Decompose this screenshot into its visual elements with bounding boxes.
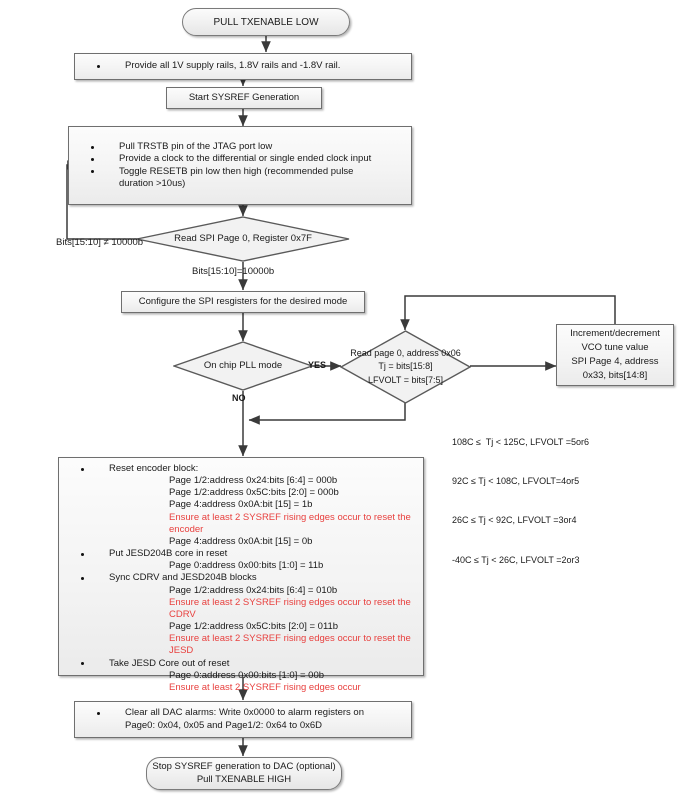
bullet-item: Pull TRSTB pin of the JTAG port low bbox=[91, 141, 411, 153]
node-clear-dac-alarms[interactable]: Clear all DAC alarms: Write 0x0000 to al… bbox=[74, 701, 412, 738]
bullet-item: Toggle RESETB pin low then high (recomme… bbox=[91, 166, 411, 190]
sub-line: Page 0:address 0x00:bits [1:0] = 11b bbox=[169, 560, 324, 572]
node-pull-txenable-low[interactable]: PULL TXENABLE LOW bbox=[182, 8, 350, 36]
end-line-1: Stop SYSREF generation to DAC (optional) bbox=[152, 760, 336, 772]
lfvolt-row: -40C ≤ Tj < 26C, LFVOLT =2or3 bbox=[452, 554, 580, 565]
sub-line-warning: Ensure at least 2 SYSREF rising edges oc… bbox=[169, 681, 361, 693]
sub-line: Page 1/2:address 0x24:bits [6:4] = 010b bbox=[169, 584, 338, 596]
edge-label-pll-no: NO bbox=[232, 393, 246, 403]
bullet-item: Provide a clock to the differential or s… bbox=[91, 153, 411, 165]
decision-line-3: LFVOLT = bits[7:5] bbox=[368, 374, 443, 385]
edge-label-pll-yes: YES bbox=[308, 360, 327, 370]
node-stop-sysref-end[interactable]: Stop SYSREF generation to DAC (optional)… bbox=[146, 757, 342, 790]
bullet-item: Reset encoder block: Page 1/2:address 0x… bbox=[81, 463, 423, 548]
decision-label-wrap: Read SPI Page 0, Register 0x7F bbox=[136, 216, 350, 262]
bullet-list: Reset encoder block: Page 1/2:address 0x… bbox=[59, 463, 423, 694]
vco-line-4: 0x33, bits[14:8] bbox=[582, 369, 648, 381]
node-label: PULL TXENABLE LOW bbox=[213, 16, 319, 28]
sub-line: Page 0:address 0x00:bits [1:0] = 00b bbox=[169, 669, 325, 681]
bullet-item: Take JESD Core out of reset Page 0:addre… bbox=[81, 658, 423, 694]
bullet-title: Reset encoder block: bbox=[109, 463, 199, 474]
decision-on-chip-pll-mode[interactable]: On chip PLL mode bbox=[173, 341, 313, 391]
edge-label-spi-pass: Bits[15:10]=10000b bbox=[192, 266, 275, 277]
sub-line: Page 4:address 0x0A:bit [15] = 1b bbox=[169, 499, 313, 511]
sub-line: Page 1/2:address 0x24:bits [6:4] = 000b bbox=[169, 475, 338, 487]
bullet-item: Sync CDRV and JESD204B blocks Page 1/2:a… bbox=[81, 572, 423, 657]
decision-label-wrap: Read page 0, address 0x06 Tj = bits[15:8… bbox=[340, 330, 471, 404]
edge-label-spi-fail: Bits[15:10] ≠ 10000b bbox=[56, 237, 144, 248]
bullet-list: Pull TRSTB pin of the JTAG port low Prov… bbox=[69, 141, 411, 190]
vco-line-2: VCO tune value bbox=[581, 342, 649, 354]
diamond-shape bbox=[173, 341, 313, 391]
vco-line-3: SPI Page 4, address bbox=[571, 356, 659, 367]
node-label: Configure the SPI resgisters for the des… bbox=[138, 295, 348, 307]
sub-line-warning: Ensure at least 2 SYSREF rising edges oc… bbox=[169, 511, 411, 535]
decision-label-wrap: On chip PLL mode bbox=[173, 341, 313, 391]
diamond-shape bbox=[136, 216, 350, 262]
bullet-list: Clear all DAC alarms: Write 0x0000 to al… bbox=[75, 707, 411, 731]
bullet-item: Provide all 1V supply rails, 1.8V rails … bbox=[97, 60, 340, 72]
diamond-shape bbox=[340, 330, 471, 404]
node-provide-supply-rails[interactable]: Provide all 1V supply rails, 1.8V rails … bbox=[74, 53, 412, 80]
sub-line-warning: Ensure at least 2 SYSREF rising edges oc… bbox=[169, 596, 411, 620]
bullet-list: Provide all 1V supply rails, 1.8V rails … bbox=[75, 60, 340, 72]
edge-readpage-to-no-path bbox=[248, 403, 406, 425]
decision-label: On chip PLL mode bbox=[203, 359, 283, 371]
lfvolt-row: 26C ≤ Tj < 92C, LFVOLT =3or4 bbox=[452, 515, 577, 526]
node-label: Start SYSREF Generation bbox=[188, 91, 300, 103]
lfvolt-row: 92C ≤ Tj < 108C, LFVOLT=4or5 bbox=[452, 476, 580, 487]
decision-line-1: Read page 0, address 0x06 bbox=[350, 348, 461, 359]
decision-read-spi-register[interactable]: Read SPI Page 0, Register 0x7F bbox=[136, 216, 350, 262]
annotation-lfvolt-table: 108C ≤ Tj < 125C, LFVOLT =5or6 92C ≤ Tj … bbox=[452, 410, 589, 593]
decision-label: Read SPI Page 0, Register 0x7F bbox=[174, 232, 312, 244]
node-start-sysref-generation[interactable]: Start SYSREF Generation bbox=[166, 87, 322, 109]
bullet-title: Put JESD204B core in reset bbox=[109, 548, 228, 560]
node-vco-tune-adjust[interactable]: Increment/decrement VCO tune value SPI P… bbox=[556, 324, 674, 386]
node-reset-and-sync-sequence[interactable]: Reset encoder block: Page 1/2:address 0x… bbox=[58, 457, 424, 693]
lfvolt-row: 108C ≤ Tj < 125C, LFVOLT =5or6 bbox=[452, 437, 590, 448]
bullet-item: Put JESD204B core in reset Page 0:addres… bbox=[81, 548, 423, 572]
node-reset-sequence[interactable]: Pull TRSTB pin of the JTAG port low Prov… bbox=[68, 126, 412, 205]
decision-read-page0-address-06[interactable]: Read page 0, address 0x06 Tj = bits[15:8… bbox=[340, 330, 471, 404]
sub-line-warning: Ensure at least 2 SYSREF rising edges oc… bbox=[169, 633, 411, 657]
sub-line: Page 1/2:address 0x5C:bits [2:0] = 011b bbox=[169, 621, 339, 633]
end-line-2: Pull TXENABLE HIGH bbox=[196, 773, 292, 785]
sub-line: Page 4:address 0x0A:bit [15] = 0b bbox=[169, 535, 313, 547]
bullet-title: Sync CDRV and JESD204B blocks bbox=[109, 572, 257, 584]
sub-line: Page 1/2:address 0x5C:bits [2:0] = 000b bbox=[169, 487, 339, 499]
bullet-item: Clear all DAC alarms: Write 0x0000 to al… bbox=[97, 707, 411, 731]
node-configure-spi-registers[interactable]: Configure the SPI resgisters for the des… bbox=[121, 291, 365, 313]
vco-line-1: Increment/decrement bbox=[570, 328, 660, 340]
bullet-title: Take JESD Core out of reset bbox=[109, 657, 230, 669]
decision-line-2: Tj = bits[15:8] bbox=[378, 361, 433, 372]
